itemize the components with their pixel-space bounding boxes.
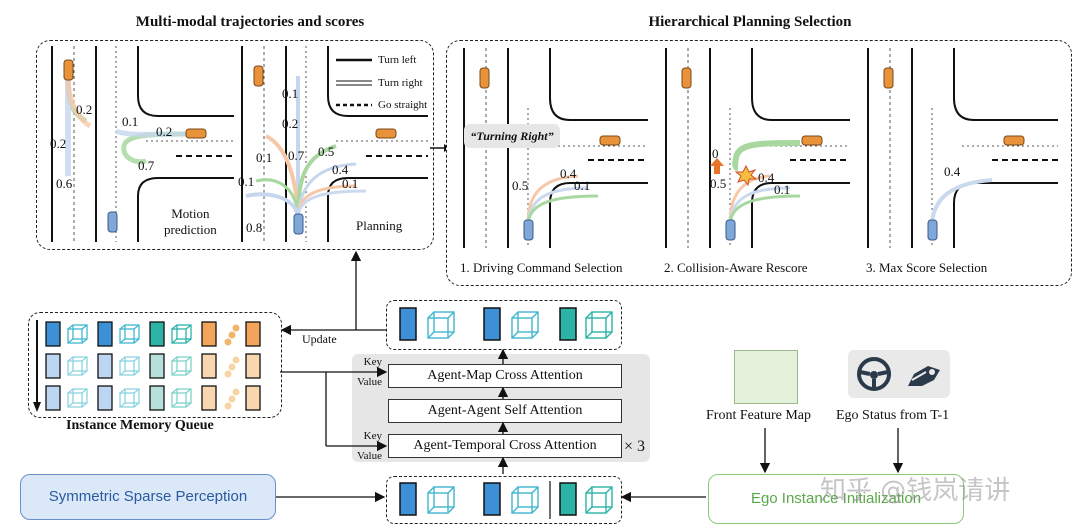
motion-prediction-label: Motion prediction [164,206,217,237]
title-multimodal: Multi-modal trajectories and scores [135,14,365,30]
repeat-label: × 3 [624,438,646,455]
step2-label: 2. Collision-Aware Rescore [664,260,808,275]
score-label: 0.1 [774,182,791,197]
step2-panel [665,48,850,248]
legend-turn-right: Turn right [378,77,423,89]
queue-time-arrow [33,320,41,412]
score-label: 0.4 [758,170,775,185]
score-label: 0.4 [944,164,961,179]
symmetric-sparse-perception-box: Symmetric Sparse Perception [20,474,276,520]
instance-memory-queue-label: Instance Memory Queue [66,418,214,433]
multimodal-box [36,40,434,250]
input-tokens [399,481,613,519]
planning-label: Planning [356,218,403,233]
score-label: 0.1 [238,174,255,189]
score-label: 0.6 [56,176,73,191]
agent-temporal-cross-attention: Agent-Temporal Cross Attention [388,434,622,458]
score-label: 0.1 [342,176,359,191]
score-label: 0.2 [156,124,173,139]
score-label: 0.1 [256,150,273,165]
update-label: Update [302,332,337,346]
agent-map-cross-attention: Agent-Map Cross Attention [388,364,622,388]
score-label: 0.2 [50,136,67,151]
score-label: 0.8 [246,220,263,235]
title-hierarchical: Hierarchical Planning Selection [648,14,852,30]
score-label: 0.2 [76,102,93,117]
score-label: 0.1 [574,178,591,193]
step3-panel [867,48,1058,248]
ego-status-label: Ego Status from T-1 [836,408,950,423]
value-label-map: Value [356,376,382,388]
score-label: 0.1 [122,114,139,129]
score-label: 0.4 [332,162,349,177]
motion-prediction-panel [51,46,234,242]
score-label: 0.1 [282,86,299,101]
output-tokens-box [386,300,622,350]
memory-tokens-grid [45,321,261,411]
steering-wheel-icon [857,357,891,391]
front-feature-map-label: Front Feature Map [706,408,811,423]
front-feature-map [734,350,798,404]
score-label: 0.2 [282,116,299,131]
legend-go-straight: Go straight [378,99,428,111]
speedometer-icon [908,366,940,386]
ego-instance-initialization-box: Ego Instance Initialization [708,474,964,524]
score-label: 0.5 [512,178,529,193]
input-tokens-box [386,476,622,524]
score-label: 0.7 [138,158,155,173]
watermark: 知乎 @钱岚请讲 [820,476,1011,506]
step3-label: 3. Max Score Selection [866,260,988,275]
step1-label: 1. Driving Command Selection [460,260,623,275]
score-label: 0.5 [710,176,727,191]
planning-panel [241,46,428,242]
score-label: 0 [712,146,719,161]
turning-right-bubble: “Turning Right” [464,124,560,148]
score-label: 0.5 [318,144,335,159]
score-label: 0.7 [288,148,305,163]
key-label-map: Key [363,356,382,368]
legend-turn-left: Turn left [378,54,417,66]
key-label-temporal: Key [363,430,382,442]
output-tokens [399,307,613,341]
value-label-temporal: Value [356,450,382,462]
step1-panel [463,48,648,248]
agent-agent-self-attention: Agent-Agent Self Attention [388,399,622,423]
score-label: 0.4 [560,166,577,181]
